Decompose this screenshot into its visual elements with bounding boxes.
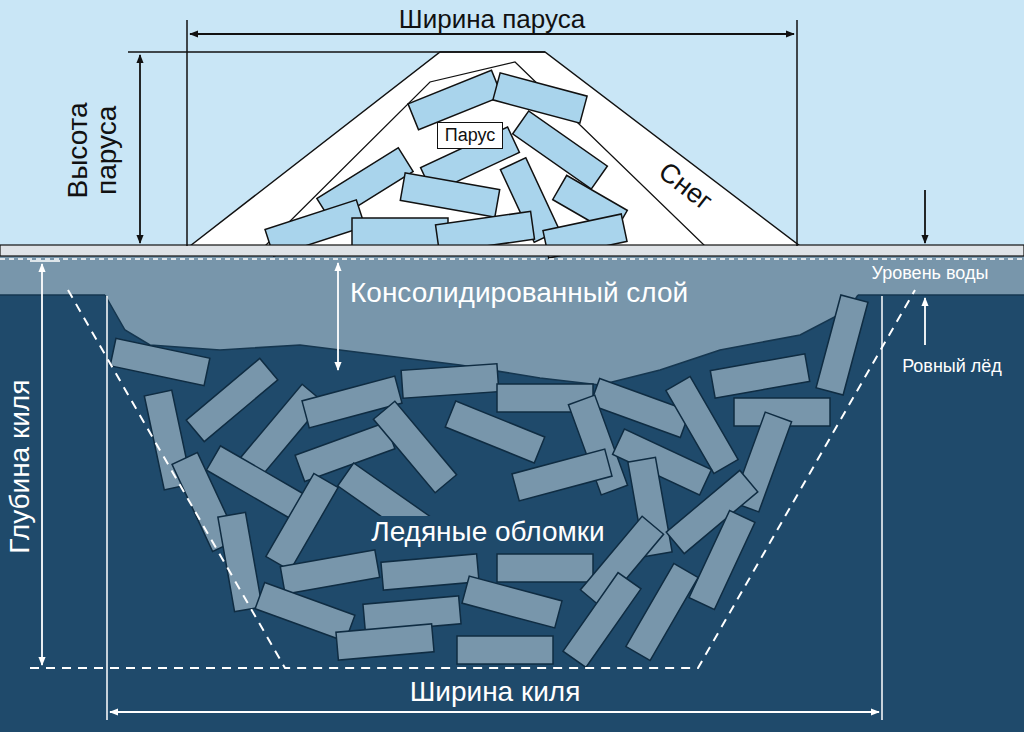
sail-height-arrow — [139, 55, 141, 243]
ice-block — [512, 449, 612, 501]
ice-block — [336, 624, 434, 660]
ice-block — [266, 473, 338, 570]
extension-line — [881, 296, 883, 720]
dimension-label: Ширина киля — [410, 677, 581, 706]
ice-block — [493, 73, 587, 123]
ice-block — [445, 401, 544, 463]
ice-block — [280, 550, 379, 594]
ice-bottom — [858, 294, 1024, 296]
ice-bottom — [0, 294, 105, 296]
ice-block — [381, 554, 479, 590]
ice-block — [626, 563, 698, 660]
ice-block — [352, 218, 448, 246]
ice-block — [280, 550, 379, 594]
ice-block — [457, 636, 553, 664]
layer-thickness-arrow — [337, 263, 339, 370]
ice-block — [218, 512, 262, 611]
keel-envelope — [68, 290, 915, 668]
water — [0, 255, 1024, 732]
keel-blocks — [110, 295, 868, 667]
ice-block — [401, 364, 499, 399]
ice-block — [689, 511, 755, 610]
ice-block — [336, 624, 434, 660]
ice-block — [352, 218, 448, 246]
ice-block — [497, 554, 593, 582]
extension-line — [30, 260, 60, 262]
ice-block — [710, 354, 809, 398]
extension-line — [106, 296, 108, 720]
ice-block — [401, 364, 499, 399]
ice-block — [373, 401, 456, 493]
ice-surface — [0, 245, 1024, 256]
ice-block — [626, 563, 698, 660]
ice-block — [400, 173, 499, 217]
ice-block — [266, 473, 338, 570]
ice-block — [563, 573, 641, 668]
water-level-line — [0, 258, 1024, 260]
ice-block — [512, 449, 612, 501]
sky — [0, 0, 1024, 250]
dimension-label: Высота паруса — [63, 55, 122, 245]
ice-block — [710, 354, 809, 398]
ice-block — [445, 401, 544, 463]
part-name: Снег — [654, 157, 718, 216]
part-name: Ровный лёд — [902, 357, 1002, 376]
keel-bottom-line — [30, 667, 285, 669]
pointer-arrow — [924, 298, 926, 345]
ice-block — [110, 338, 210, 385]
ice-block — [457, 636, 553, 664]
part-name: Ледяные обломки — [365, 516, 611, 547]
ice-block — [373, 401, 456, 493]
extension-line — [796, 20, 798, 246]
ice-block — [295, 422, 395, 481]
ice-block — [816, 295, 868, 395]
node-text: Парус — [445, 125, 496, 145]
ice-block — [816, 295, 868, 395]
keel-depth-arrow — [41, 264, 43, 665]
ice-block — [563, 573, 641, 668]
level-label: Уровень воды — [872, 264, 989, 283]
ice-block — [295, 422, 395, 481]
ice-block — [400, 173, 499, 217]
layer-label: Консолидированный слой — [350, 278, 690, 307]
ice-block — [218, 512, 262, 611]
ice-block — [462, 576, 562, 628]
extension-line — [186, 20, 188, 246]
ice-block — [689, 511, 755, 610]
extension-line — [128, 51, 545, 53]
pointer-arrow — [924, 190, 926, 243]
ice-block — [493, 73, 587, 123]
keel-width-arrow — [110, 711, 879, 713]
label-box: Парус — [437, 122, 504, 149]
sail-blocks — [265, 70, 627, 258]
dimension-label: Глубина киля — [5, 380, 34, 554]
ice-block — [497, 554, 593, 582]
ice-block — [381, 554, 479, 590]
ice-block — [110, 338, 210, 385]
dimension-label: Ширина паруса — [399, 6, 585, 33]
ice-block — [462, 576, 562, 628]
